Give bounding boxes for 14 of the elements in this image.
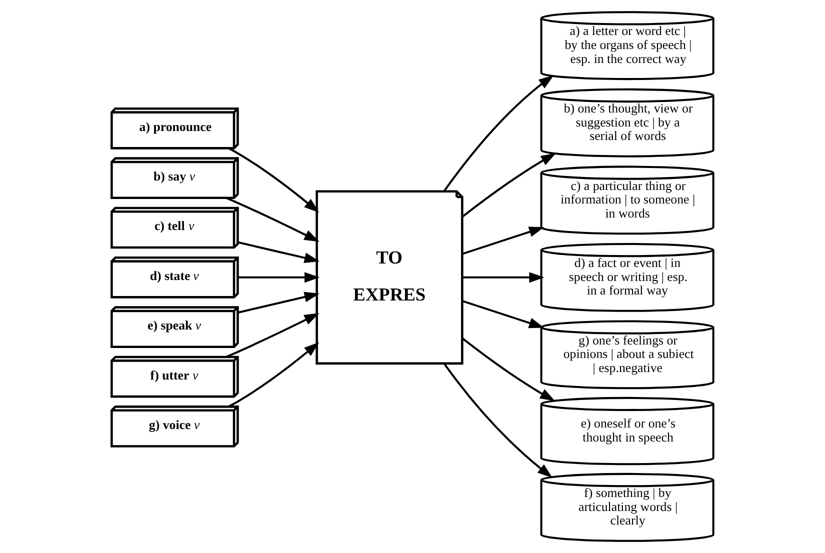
arrow xyxy=(462,226,544,255)
arrow xyxy=(462,337,556,402)
arrow xyxy=(462,272,544,283)
arrow xyxy=(228,147,320,213)
arrow xyxy=(462,300,544,328)
arrow xyxy=(238,272,320,283)
arrow xyxy=(443,75,554,192)
arrow xyxy=(462,153,556,218)
arrow xyxy=(226,197,320,242)
arrow xyxy=(238,292,320,314)
arrow xyxy=(228,342,320,408)
arrow xyxy=(238,241,320,264)
arrow xyxy=(226,313,320,358)
arrow xyxy=(443,362,553,478)
